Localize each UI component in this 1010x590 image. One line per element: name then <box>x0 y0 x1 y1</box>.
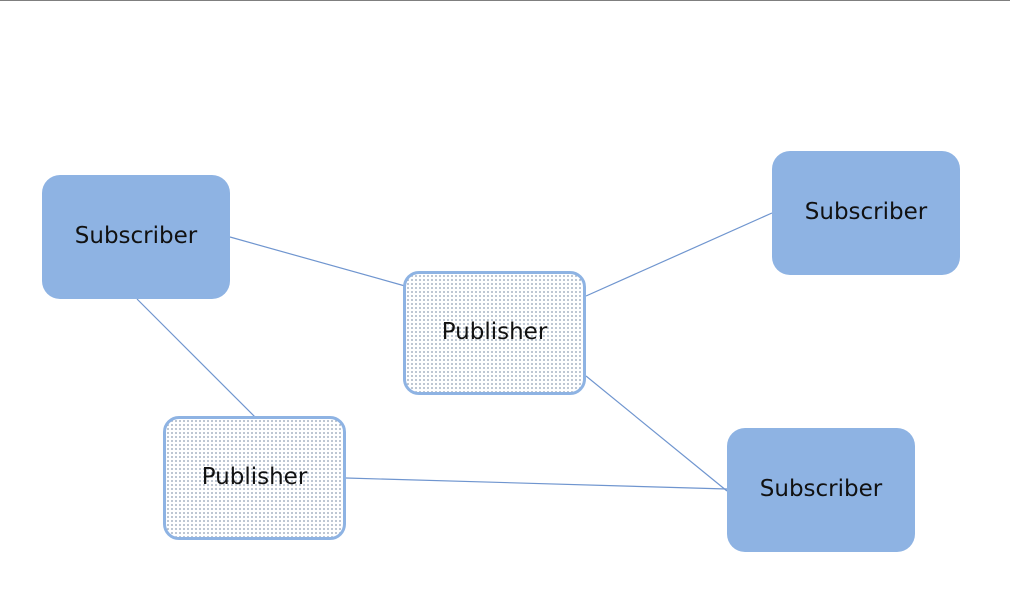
edge-sub-left-to-pub-center <box>230 237 405 286</box>
subscriber-node-right-bottom: Subscriber <box>727 428 915 552</box>
publisher-node-center: Publisher <box>403 271 586 395</box>
edge-pub-center-to-sub-right-top <box>586 213 772 296</box>
edge-pub-bottom-left-to-sub-right-bottom <box>346 478 727 489</box>
publisher-node-bottom-left: Publisher <box>163 416 346 540</box>
edge-pub-center-to-sub-right-bottom <box>586 376 727 491</box>
publisher-node-label: Publisher <box>442 319 548 345</box>
subscriber-node-label: Subscriber <box>805 199 927 225</box>
subscriber-node-left: Subscriber <box>42 175 230 299</box>
subscriber-node-label: Subscriber <box>760 476 882 502</box>
edge-sub-left-to-pub-bottom-left <box>137 299 255 417</box>
subscriber-node-label: Subscriber <box>75 223 197 249</box>
publisher-node-label: Publisher <box>202 464 308 490</box>
subscriber-node-right-top: Subscriber <box>772 151 960 275</box>
